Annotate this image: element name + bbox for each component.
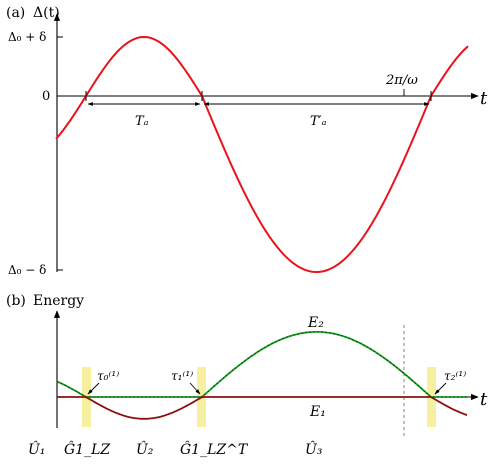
interval-1-label: Tₐ (135, 114, 149, 129)
operator-U2: Û₂ (136, 440, 154, 458)
E2-curve-dash (56, 331, 467, 398)
tau-0-label: τ₀⁽¹⁾ (97, 369, 119, 383)
E1-label: E₁ (309, 404, 326, 420)
E2-curve (56, 331, 467, 398)
panel-a: (a) Δ(t) t Δ₀ + δ 0 Δ₀ − δ Tₐ T′ₐ 2π/ω (6, 5, 488, 277)
tick-label-zero: 0 (42, 89, 50, 104)
tau-1-arrow (189, 382, 201, 395)
tau-2-label: τ₂⁽¹⁾ (444, 369, 466, 383)
interval-2-label: T′ₐ (310, 114, 327, 129)
tau-0-arrow (87, 382, 100, 395)
panel-a-y-title: Δ(t) (33, 5, 60, 21)
panel-a-x-title: t (480, 88, 488, 109)
panel-b-y-title: Energy (33, 293, 84, 309)
tau-1-label: τ₁⁽¹⁾ (171, 369, 193, 383)
panel-a-tag: (a) (6, 5, 25, 21)
delta-curve (55, 35, 469, 273)
tick-label-top: Δ₀ + δ (8, 30, 46, 44)
E1-curve (57, 396, 468, 420)
panel-b: (b) Energy t E₂ E₁ τ₀⁽¹⁾ τ₁⁽¹⁾ τ₂⁽¹⁾ Û₁ … (6, 293, 488, 458)
panel-b-tag: (b) (6, 293, 26, 309)
panel-b-x-title: t (480, 389, 488, 410)
period-label: 2π/ω (385, 73, 418, 88)
operator-U3: Û₃ (305, 440, 323, 458)
operator-G1LZ: Ĝ1_LZ (64, 440, 110, 458)
E2-label: E₂ (307, 315, 324, 331)
operator-G1LZ-T: Ĝ1_LZ^T (180, 440, 249, 458)
tick-label-bottom: Δ₀ − δ (8, 263, 46, 277)
operator-U1: Û₁ (28, 440, 45, 458)
tau-2-arrow (434, 382, 447, 395)
